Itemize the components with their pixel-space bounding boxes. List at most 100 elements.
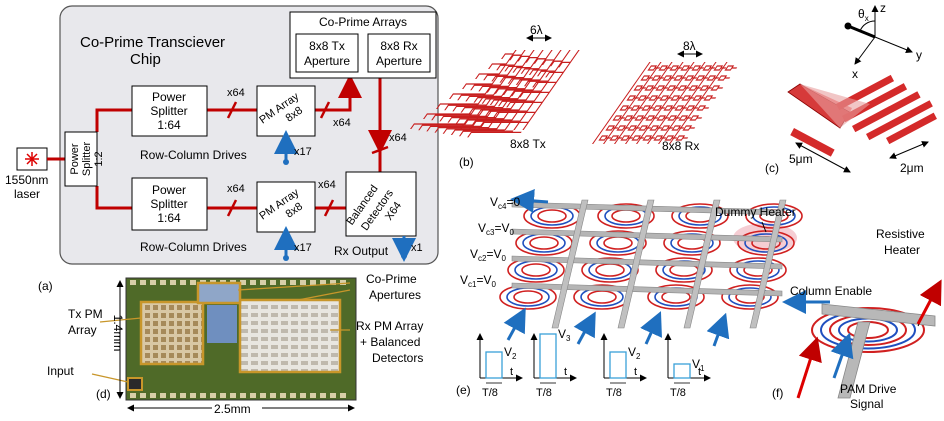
rx-pm-label-1: Rx PM Array	[356, 319, 423, 333]
column-drive-arrow	[503, 307, 526, 341]
tx-branch-line	[444, 104, 487, 111]
rx-feed-line	[657, 62, 717, 144]
bond-pad	[140, 280, 146, 285]
x17-label-1: x17	[294, 146, 312, 158]
chip-title-line2: Chip	[130, 51, 161, 68]
splitter-bot-l2: Splitter	[150, 197, 187, 211]
balanced-detectors	[345, 171, 417, 237]
heater-coil-ring	[595, 263, 625, 277]
bond-pad	[180, 280, 186, 285]
bond-pad	[180, 393, 186, 398]
rx-feed-line	[646, 62, 706, 144]
splitter12-line2: Splitter	[81, 142, 93, 177]
heater-coil-ring	[670, 233, 714, 253]
bond-pad	[150, 280, 156, 285]
waveform-pulse	[609, 351, 627, 379]
waveform-v-label: V3	[558, 327, 571, 343]
waveform-v-label: V2	[504, 345, 517, 361]
tx-branch-line	[550, 60, 563, 67]
bond-pad	[190, 280, 196, 285]
column-drive-arrow	[573, 311, 596, 345]
bond-pad	[290, 280, 296, 285]
grating-antenna	[787, 74, 937, 157]
tx-branch-line	[471, 120, 521, 127]
column-enable-bar	[821, 303, 936, 327]
tx-branch-line	[558, 61, 571, 68]
beam-tip-dot	[844, 22, 852, 30]
pam-drive-bar	[837, 321, 871, 399]
column-drive-arrow	[706, 312, 730, 347]
bond-pad	[310, 280, 316, 285]
tx-branch-line	[434, 126, 490, 133]
v-value: =V	[476, 273, 491, 287]
tx-branch-line	[486, 86, 518, 93]
bond-pad	[240, 280, 246, 285]
dim-2um-arrow	[889, 141, 929, 159]
v-symbol: V	[460, 273, 468, 287]
y-axis	[874, 36, 913, 53]
tx-branch-line	[491, 75, 516, 82]
output-light-arrow	[916, 279, 942, 325]
bond-pad	[280, 280, 286, 285]
heater-coil-ring	[521, 263, 551, 277]
bond-pad	[170, 280, 176, 285]
x1-label: x1	[411, 242, 423, 254]
tx-branch-line	[481, 98, 519, 104]
v-symbol: V	[470, 247, 478, 261]
theta-symbol: θx	[858, 7, 869, 23]
rx-element	[689, 115, 703, 121]
height-label: 1.4mm	[111, 315, 125, 352]
bond-pad	[130, 280, 136, 285]
tx-branch-line	[436, 103, 479, 109]
resistive-label-1: Resistive	[876, 227, 925, 241]
bond-pad	[190, 393, 196, 398]
bond-pad	[220, 393, 226, 398]
tx-branch-line	[497, 100, 535, 107]
panel-d-die-photo: Co-Prime Apertures Tx PM Array Rx PM Arr…	[47, 272, 423, 416]
heater-coil-ring	[663, 230, 721, 256]
panel-f-unit-cell: Resistive Heater Column Enable PAM Drive…	[772, 227, 942, 411]
width-label: 2.5mm	[214, 402, 251, 416]
tx-branch-line	[483, 74, 508, 81]
tx-branch-line	[502, 89, 534, 95]
tx-branch-line	[528, 69, 548, 75]
bond-pad	[260, 280, 266, 285]
bond-pad	[230, 393, 236, 398]
dummy-coil-ring	[728, 287, 772, 307]
dummy-heater-leader	[761, 221, 767, 233]
tx-pm-label-1: Tx PM	[68, 307, 103, 321]
co-prime-apertures-region	[196, 281, 242, 305]
vc4-arrow	[510, 188, 549, 213]
coil-ring	[811, 307, 925, 353]
waveform-v-symbol: V	[692, 357, 700, 371]
tx-branch-line	[511, 90, 542, 97]
tx-branch-line	[493, 111, 536, 118]
tx-branch-line	[512, 66, 532, 73]
width-label-bg	[212, 401, 262, 415]
laser-label-2: laser	[14, 187, 40, 201]
tx-branch-line	[457, 94, 494, 101]
chip-title-line1: Co-Prime Transciever	[80, 34, 225, 51]
rx-feed-line	[624, 62, 684, 144]
dummy-coil-ring	[729, 257, 787, 283]
tx-branch-line	[468, 108, 512, 114]
panel-d-tag: (d)	[96, 387, 111, 401]
heater-coil-ring	[513, 290, 543, 304]
rx-element	[675, 135, 689, 141]
column-drive-arrow	[640, 311, 662, 345]
rx-element	[724, 65, 738, 71]
waveform-v-label: V2	[628, 345, 641, 361]
bond-pad	[270, 393, 276, 398]
rx-array-layout	[591, 62, 738, 144]
tx-branch-line	[452, 105, 495, 112]
heater-coil-ring	[587, 290, 617, 304]
splitter-top-l1: Power	[152, 90, 186, 104]
input-light-arrow	[796, 336, 822, 399]
laser-label-1: 1550nm	[5, 173, 48, 187]
x-axis	[854, 36, 876, 65]
tx-branch-line	[520, 68, 540, 74]
tx-branch-line	[463, 119, 513, 125]
